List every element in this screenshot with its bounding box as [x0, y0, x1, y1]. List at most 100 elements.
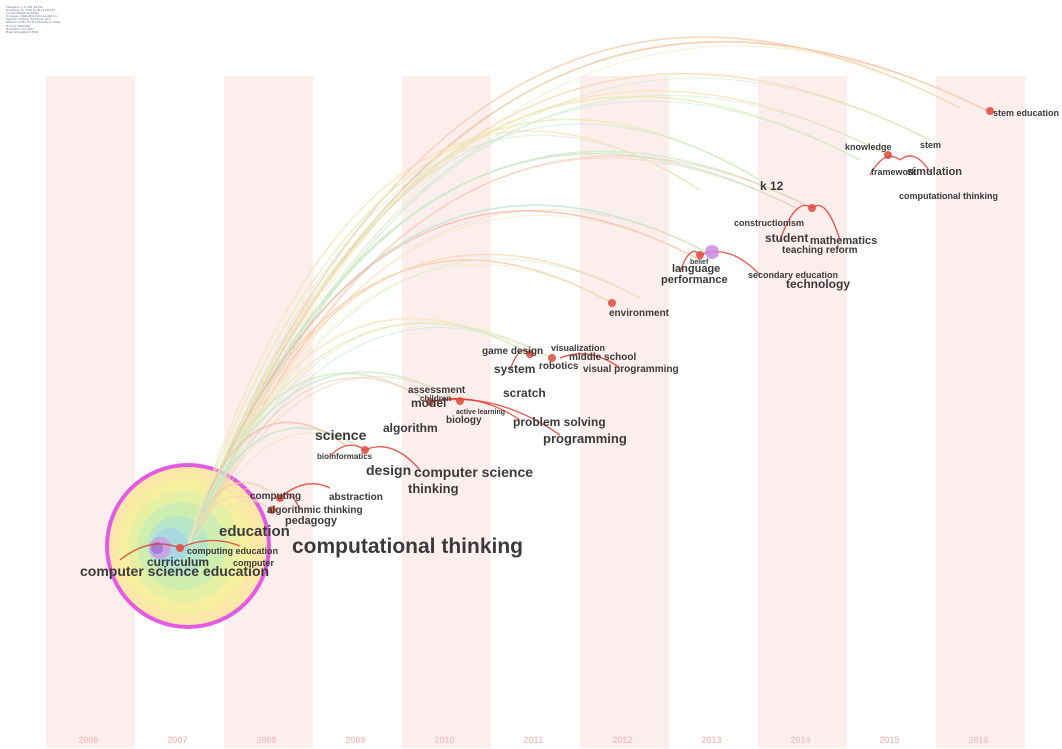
keyword-node[interactable]	[705, 245, 719, 259]
keyword-label[interactable]: children	[420, 394, 451, 403]
keyword-label[interactable]: belief	[690, 259, 709, 266]
keyword-label[interactable]: thinking	[408, 481, 459, 496]
keyword-node[interactable]	[808, 204, 816, 212]
year-label-2015: 2015	[880, 735, 900, 745]
keyword-label[interactable]: system	[494, 362, 535, 376]
keyword-label[interactable]: active learning	[456, 409, 505, 416]
keyword-label[interactable]: performance	[661, 274, 728, 286]
metadata-line: CiteSpace, v. 5.3.R4 (64-bit)	[6, 6, 43, 9]
keyword-label[interactable]: problem solving	[513, 415, 606, 429]
keyword-node[interactable]	[696, 251, 704, 259]
metadata-line: Network: N=81, E=410 (Density=0.1265)	[6, 21, 61, 25]
keyword-node[interactable]	[426, 398, 434, 406]
keyword-label[interactable]: education	[219, 523, 290, 540]
keyword-node[interactable]	[176, 544, 184, 552]
citespace-metadata: CiteSpace, v. 5.3.R4 (64-bit)November 23…	[6, 6, 60, 34]
year-band-2016	[936, 76, 1025, 748]
keyword-label[interactable]: model	[411, 396, 446, 410]
keyword-label[interactable]: visual programming	[583, 364, 679, 375]
link-curve	[193, 432, 366, 543]
year-band-2014	[758, 76, 847, 748]
local-link	[869, 155, 901, 176]
metadata-line: Timespan: 2006-2016 (Slice Length=1)	[6, 15, 57, 19]
link-curve	[187, 130, 701, 547]
keyword-label[interactable]: secondary education	[748, 270, 838, 280]
keyword-label[interactable]: computational thinking	[899, 191, 998, 201]
link-curve	[193, 376, 461, 543]
keyword-label[interactable]: programming	[543, 431, 627, 446]
keyword-label[interactable]: game design	[482, 346, 543, 357]
year-label-2007: 2007	[168, 735, 188, 745]
link-curve	[193, 157, 801, 543]
local-link	[899, 155, 931, 173]
link-curve	[193, 123, 761, 543]
keyword-label[interactable]: design	[366, 462, 411, 478]
year-label-2009: 2009	[346, 735, 366, 745]
keyword-label[interactable]: assessment	[408, 385, 466, 396]
keyword-label[interactable]: teaching reform	[782, 245, 858, 256]
local-link	[119, 543, 181, 561]
keyword-label[interactable]: computing	[250, 491, 301, 502]
keyword-node[interactable]	[884, 151, 892, 159]
keyword-label[interactable]: knowledge	[845, 142, 892, 152]
keyword-label[interactable]: framework	[871, 167, 918, 177]
year-band-2012	[580, 76, 669, 748]
keyword-label[interactable]: algorithm	[383, 421, 438, 435]
keyword-label[interactable]: k 12	[760, 179, 784, 193]
link-curve	[193, 500, 273, 543]
local-link	[559, 353, 621, 369]
year-bands	[46, 76, 1025, 748]
link-curve	[193, 487, 281, 543]
keyword-label[interactable]: visualization	[551, 343, 605, 353]
keyword-label[interactable]: computing education	[187, 546, 278, 556]
keyword-label[interactable]: student	[765, 231, 808, 245]
keyword-label[interactable]: computer	[233, 558, 275, 568]
keyword-label[interactable]: environment	[609, 308, 670, 319]
keyword-node[interactable]	[268, 506, 276, 514]
keyword-label[interactable]: bioinformatics	[317, 452, 373, 461]
keyword-label[interactable]: computational thinking	[292, 535, 523, 558]
keyword-label[interactable]: middle school	[569, 352, 636, 363]
keyword-label[interactable]: technology	[786, 277, 850, 291]
keyword-label[interactable]: mathematics	[810, 235, 877, 247]
keyword-label[interactable]: algorithmic thinking	[267, 505, 363, 516]
keyword-label[interactable]: biology	[446, 415, 482, 426]
keyword-label[interactable]: simulation	[907, 166, 962, 178]
metadata-line: Selection Criteria: Top 50 per slice	[6, 18, 51, 22]
keyword-node[interactable]	[456, 397, 464, 405]
keyword-label[interactable]: constructionism	[734, 218, 804, 228]
keyword-node[interactable]	[526, 350, 534, 358]
local-link	[364, 446, 421, 471]
keyword-label[interactable]: science	[315, 427, 367, 443]
metadata-line: November 23, 2018 10:30:22 AM CST	[6, 9, 56, 13]
co-occurrence-links	[119, 36, 991, 561]
link-curve	[187, 95, 861, 547]
metadata-line: Mean Silhouette=0.5548	[6, 30, 39, 34]
keyword-label[interactable]: language	[672, 263, 720, 275]
keyword-node[interactable]	[986, 107, 994, 115]
keyword-label[interactable]: computer science education	[80, 563, 269, 579]
year-label-2016: 2016	[969, 735, 989, 745]
metadata-line: Pruning: Pathfinder	[6, 24, 31, 28]
keyword-label[interactable]: stem	[920, 140, 941, 150]
year-label-2010: 2010	[435, 735, 455, 745]
keyword-label[interactable]: stem education	[993, 108, 1059, 118]
link-curve	[193, 426, 346, 543]
link-curve	[187, 259, 613, 547]
link-curve	[193, 258, 641, 543]
keyword-label[interactable]: curriculum	[147, 555, 209, 569]
keyword-node[interactable]	[276, 494, 284, 502]
keyword-label[interactable]: scratch	[503, 386, 546, 400]
keyword-label[interactable]: robotics	[539, 361, 579, 372]
keyword-label[interactable]: abstraction	[329, 492, 383, 503]
keyword-label[interactable]: computer science	[414, 464, 533, 480]
keyword-node[interactable]	[548, 354, 556, 362]
year-label-2012: 2012	[613, 735, 633, 745]
keyword-node[interactable]	[608, 299, 616, 307]
year-label-2011: 2011	[524, 735, 544, 745]
keyword-label[interactable]: pedagogy	[285, 515, 338, 527]
keyword-node[interactable]	[361, 446, 369, 454]
link-curve	[193, 377, 431, 543]
